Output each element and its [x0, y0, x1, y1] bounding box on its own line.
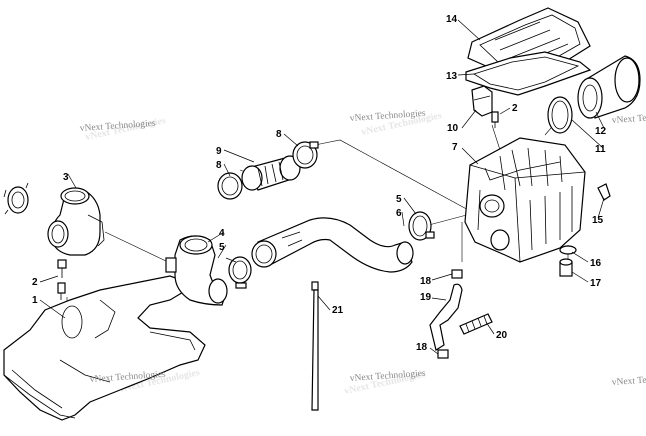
plug-17	[559, 258, 573, 277]
air-box-lid	[465, 7, 592, 96]
intake-tube	[251, 217, 414, 273]
lower-elbow-duct	[165, 235, 228, 306]
callout-13: 13	[446, 71, 458, 82]
callout-16: 16	[590, 258, 602, 269]
drain-hose	[429, 269, 463, 359]
callout-11: 11	[595, 144, 606, 155]
callout-2-right: 2	[512, 103, 518, 114]
inlet-duct-elbow	[3, 182, 105, 256]
callout-6: 6	[396, 208, 402, 219]
callout-10: 10	[447, 123, 459, 134]
callout-9: 9	[216, 146, 222, 157]
hose-clamp-right	[408, 211, 435, 241]
callout-17: 17	[590, 278, 602, 289]
callout-5-lower: 5	[219, 242, 225, 253]
air-box	[464, 137, 586, 263]
callout-18-upper: 18	[420, 276, 432, 287]
callout-19: 19	[420, 292, 432, 303]
watermark-3: vNext Technologies	[612, 111, 646, 126]
hose-clamp-lower	[228, 256, 252, 289]
fastener-right	[491, 111, 499, 128]
callout-8-lower: 8	[216, 160, 222, 171]
callout-3: 3	[63, 172, 69, 183]
callout-12: 12	[595, 126, 607, 137]
callout-15: 15	[592, 215, 604, 226]
watermark-6: vNext Technologies	[612, 373, 646, 388]
callout-21: 21	[332, 305, 344, 316]
callout-20: 20	[496, 330, 508, 341]
support-rod	[311, 281, 319, 411]
callout-4: 4	[219, 228, 225, 239]
callout-8-upper: 8	[276, 129, 282, 140]
filter-clamp	[547, 96, 573, 134]
corrugated-hose	[459, 313, 493, 335]
leader-lines	[39, 19, 606, 355]
callout-7: 7	[452, 142, 458, 153]
air-filter	[577, 55, 641, 119]
fastener-left	[57, 259, 67, 300]
coupler-assembly	[217, 141, 319, 200]
callout-14: 14	[446, 14, 458, 25]
skid-plate	[3, 275, 206, 421]
callout-18-lower: 18	[416, 342, 428, 353]
bracket-15	[597, 183, 611, 201]
callout-1: 1	[32, 295, 38, 306]
callout-5-right: 5	[396, 194, 402, 205]
callouts: 1 2 3 4 5 5 6 7 8 8 9 10 11 12 13 14 2 1…	[32, 14, 607, 353]
callout-2-left: 2	[32, 277, 38, 288]
